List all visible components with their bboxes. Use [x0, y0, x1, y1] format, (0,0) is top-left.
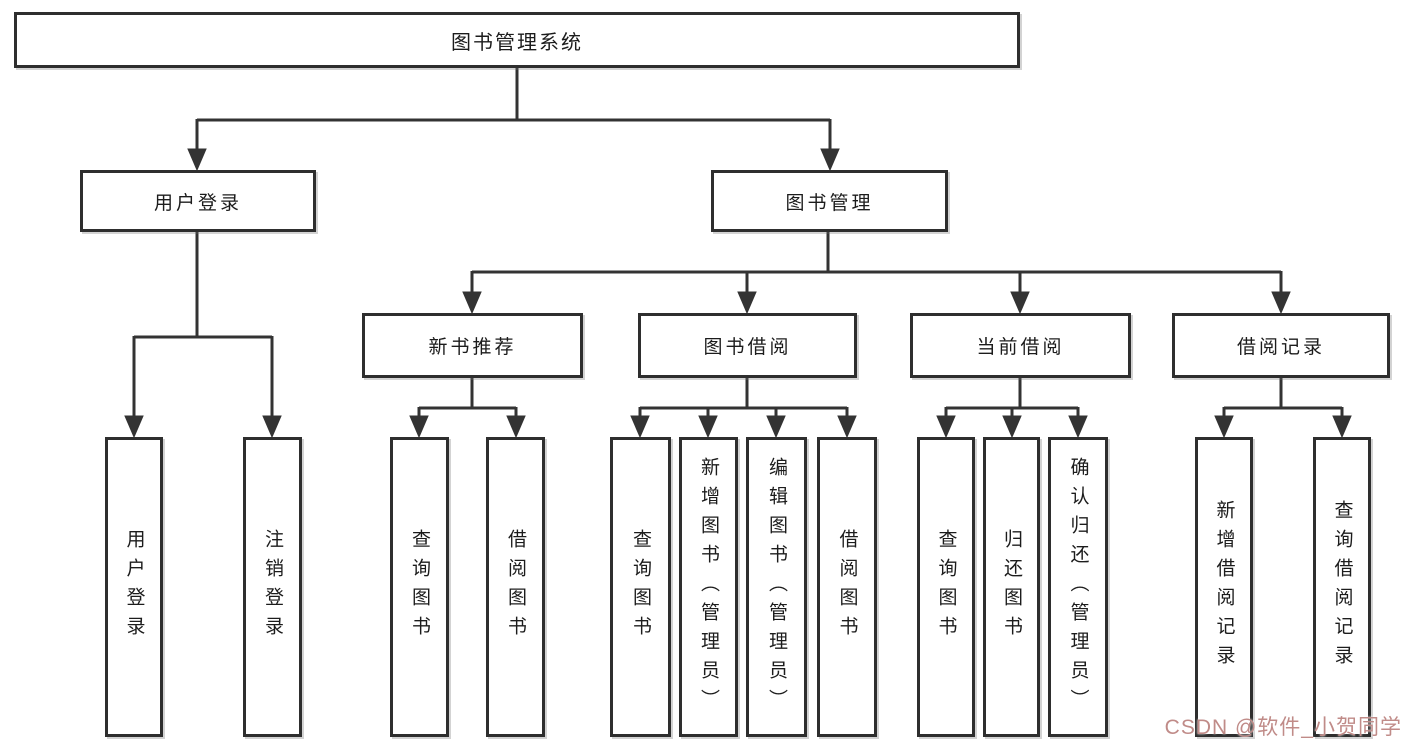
leaf-add-books-admin: 新增图书（管理员） [679, 437, 738, 737]
node-label: 图书管理 [785, 192, 874, 214]
leaf-borrow-books-recommend: 借阅图书 [486, 437, 545, 737]
node-label: 新增借阅记录 [1213, 500, 1235, 674]
node-label: 查询图书 [630, 529, 651, 645]
node-label: 注销登录 [262, 529, 283, 645]
node-label: 用户登录 [153, 192, 242, 214]
node-label: 借阅记录 [1236, 337, 1325, 358]
leaf-return-books: 归还图书 [983, 437, 1040, 737]
node-borrowing-records: 借阅记录 [1172, 313, 1390, 378]
leaf-confirm-return-admin: 确认归还（管理员） [1048, 437, 1108, 737]
node-label: 查询图书 [935, 529, 957, 645]
node-book-management: 图书管理 [711, 170, 948, 232]
node-label: 借阅图书 [505, 529, 526, 645]
node-label: 确认归还（管理员） [1067, 456, 1089, 718]
node-label: 编辑图书（管理员） [766, 456, 787, 718]
node-new-book-recommendation: 新书推荐 [362, 313, 583, 378]
node-label: 借阅图书 [836, 529, 858, 645]
csdn-watermark: CSDN @软件_小贺同学 [1164, 716, 1402, 739]
node-label: 新书推荐 [428, 337, 517, 358]
node-label: 用户登录 [123, 529, 145, 645]
node-library-management-system: 图书管理系统 [14, 12, 1020, 68]
node-user-login: 用户登录 [80, 170, 316, 232]
node-label: 图书管理系统 [451, 31, 583, 54]
leaf-borrow-books: 借阅图书 [817, 437, 877, 737]
leaf-user-login: 用户登录 [105, 437, 163, 737]
leaf-edit-books-admin: 编辑图书（管理员） [746, 437, 807, 737]
node-book-borrowing: 图书借阅 [638, 313, 857, 378]
leaf-query-borrow-record: 查询借阅记录 [1313, 437, 1371, 737]
node-current-borrowing: 当前借阅 [910, 313, 1131, 378]
leaf-query-books-recommend: 查询图书 [390, 437, 449, 737]
node-label: 当前借阅 [976, 337, 1065, 358]
leaf-logout: 注销登录 [243, 437, 302, 737]
node-label: 查询图书 [409, 529, 430, 645]
node-label: 归还图书 [1001, 529, 1022, 645]
leaf-add-borrow-record: 新增借阅记录 [1195, 437, 1253, 737]
node-label: 查询借阅记录 [1331, 500, 1353, 674]
leaf-query-books-current: 查询图书 [917, 437, 975, 737]
leaf-query-books-borrowing: 查询图书 [610, 437, 671, 737]
node-label: 新增图书（管理员） [698, 456, 719, 718]
node-label: 图书借阅 [703, 337, 792, 358]
